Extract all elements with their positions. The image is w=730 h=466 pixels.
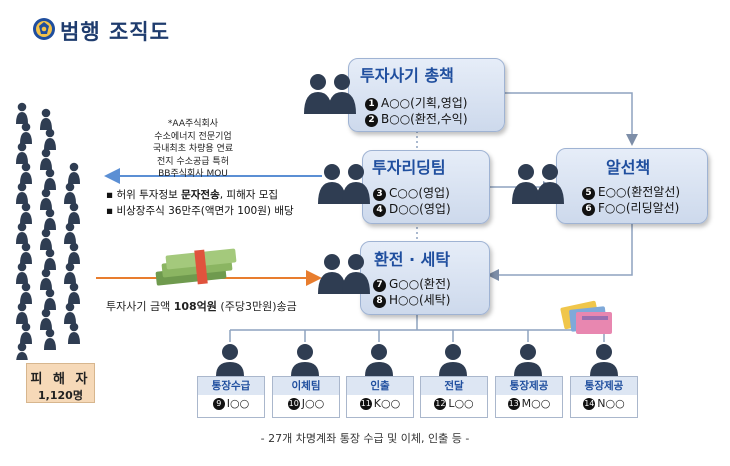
worker-person-icon xyxy=(439,344,467,376)
arrow-broker-laundering xyxy=(487,222,633,281)
group-leading-team xyxy=(362,150,490,224)
worker-person-icon xyxy=(590,344,618,376)
footer-caption: - 27개 차명계좌 통장 수급 및 이체, 인출 등 - xyxy=(260,432,470,445)
police-emblem-icon xyxy=(33,18,55,40)
person-group-icon xyxy=(318,254,370,294)
group-title: 투자사기 총책 xyxy=(360,66,454,85)
group-title: 알선책 xyxy=(606,158,651,177)
transfer-amount-label: 투자사기 금액 108억원 (주당3만원)송금 xyxy=(106,300,297,313)
tree-drops xyxy=(229,330,605,342)
bankbook-cards-icon xyxy=(560,300,612,334)
company-note: *AA주식회사 수소에너지 전문기업 국내최초 차량용 연료 전지 수소공급 특… xyxy=(152,119,234,179)
page-title: 범행 조직도 xyxy=(60,20,170,44)
group-title: 투자리딩팀 xyxy=(372,158,446,177)
worker-person-icon xyxy=(365,344,393,376)
bullet-fake-info: ▪ 허위 투자정보 문자전송, 피해자 모집 xyxy=(106,189,279,201)
worker-person-icon xyxy=(216,344,244,376)
group-broker xyxy=(556,148,708,224)
group-title: 환전 · 세탁 xyxy=(374,250,451,269)
arrow-head-broker xyxy=(494,87,638,146)
victim-count-box: 피 해 자 1,120명 xyxy=(26,363,95,403)
worker-person-icon xyxy=(514,344,542,376)
person-group-icon xyxy=(304,74,356,114)
person-group-icon xyxy=(512,164,564,204)
worker-person-icon xyxy=(291,344,319,376)
person-group-icon xyxy=(318,164,370,204)
money-stack-icon xyxy=(155,248,237,286)
bullet-stock-dividend: ▪ 비상장주식 36만주(액면가 100원) 배당 xyxy=(106,205,294,217)
